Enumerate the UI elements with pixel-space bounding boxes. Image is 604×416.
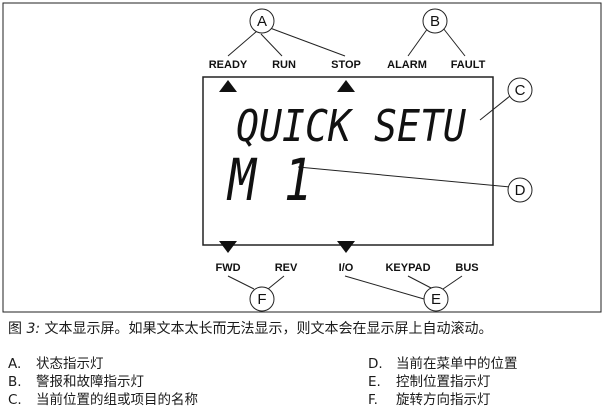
svg-text:B: B [430, 13, 440, 30]
legend-text: 当前位置的组或项目的名称 [36, 392, 198, 408]
legend-letter: D. [368, 356, 383, 372]
indicator-run-label: RUN [272, 59, 296, 71]
legend-text: 控制位置指示灯 [396, 374, 491, 390]
indicator-fwd-label: FWD [215, 262, 240, 274]
caption-number: 3: [26, 321, 41, 337]
legend-letter: C. [8, 392, 22, 408]
callout-f: F [249, 286, 275, 312]
legend-item-b: B. 警报和故障指示灯 [8, 370, 144, 390]
ready-up-triangle-icon [219, 80, 237, 92]
legend-item-f: F. 旋转方向指示灯 [368, 388, 491, 408]
figure-caption: 图 3: 文本显示屏。如果文本太长而无法显示，则文本会在显示屏上自动滚动。 [8, 318, 600, 338]
svg-text:E: E [431, 291, 441, 308]
fwd-down-triangle-icon [219, 241, 237, 253]
callout-d: D [507, 177, 533, 203]
legend-item-a: A. 状态指示灯 [8, 352, 104, 372]
legend-item-d: D. 当前在菜单中的位置 [368, 352, 518, 372]
caption-text: 文本显示屏。如果文本太长而无法显示，则文本会在显示屏上自动滚动。 [40, 321, 493, 337]
callout-b: B [422, 8, 448, 34]
legend-text: 当前在菜单中的位置 [396, 356, 518, 372]
indicator-io-label: I/O [339, 262, 354, 274]
callout-e: E [423, 286, 449, 312]
legend-letter: A. [8, 356, 22, 372]
legend-text: 旋转方向指示灯 [396, 392, 491, 408]
indicator-rev-label: REV [275, 262, 298, 274]
legend-text: 状态指示灯 [36, 356, 104, 372]
legend-letter: B. [8, 374, 22, 390]
svg-text:F: F [257, 291, 266, 308]
figure-frame [2, 2, 602, 313]
legend-item-c: C. 当前位置的组或项目的名称 [8, 388, 198, 408]
indicator-alarm-label: ALARM [387, 59, 427, 71]
indicator-stop-label: STOP [331, 59, 361, 71]
svg-text:C: C [515, 82, 526, 99]
io-down-triangle-icon [337, 241, 355, 253]
legend-text: 警报和故障指示灯 [36, 374, 144, 390]
caption-prefix: 图 [8, 321, 27, 337]
svg-text:A: A [257, 13, 267, 30]
legend-letter: E. [368, 374, 381, 390]
lcd-line-1: QUICK SETU [236, 101, 466, 152]
stop-up-triangle-icon [337, 80, 355, 92]
svg-text:D: D [515, 182, 526, 199]
legend-item-e: E. 控制位置指示灯 [368, 370, 491, 390]
indicator-bus-label: BUS [455, 262, 478, 274]
indicator-fault-label: FAULT [451, 59, 486, 71]
indicator-ready-label: READY [209, 59, 248, 71]
callout-lines [227, 27, 511, 300]
lcd-line-2: M 1 [226, 146, 312, 214]
callout-c: C [507, 77, 533, 103]
legend-letter: F. [368, 392, 378, 408]
callout-a: A [249, 8, 275, 34]
indicator-keypad-label: KEYPAD [385, 262, 430, 274]
